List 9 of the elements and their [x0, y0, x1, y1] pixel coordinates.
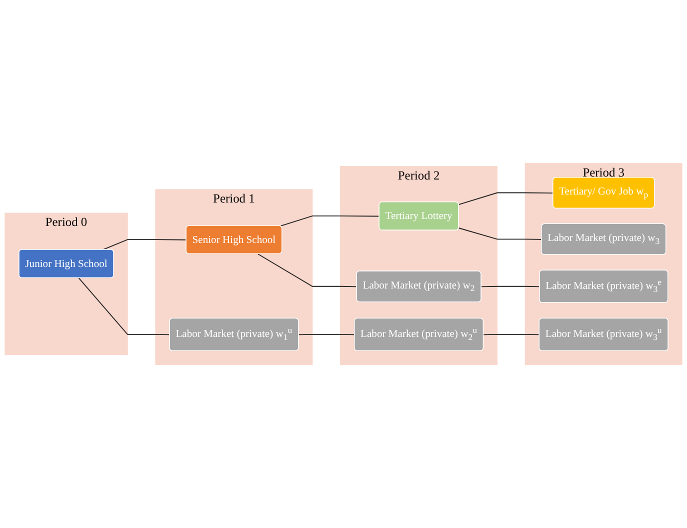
connector: [480, 286, 540, 288]
connector: [257, 254, 358, 288]
connector: [102, 239, 187, 250]
connector: [280, 216, 380, 226]
connector: [78, 278, 170, 336]
connector: [298, 334, 356, 336]
connector: [458, 192, 554, 205]
connector: [483, 334, 540, 336]
connector: [458, 228, 542, 240]
